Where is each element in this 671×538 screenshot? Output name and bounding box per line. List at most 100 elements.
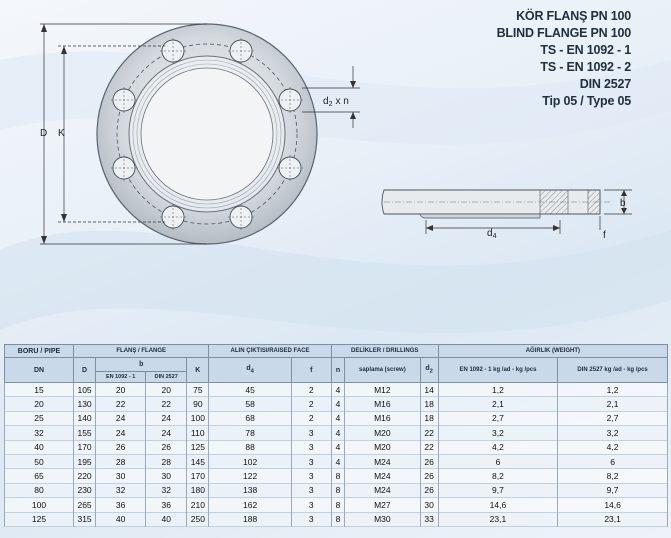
table-cell: 170 xyxy=(186,468,210,484)
table-cell: 2 xyxy=(290,382,332,397)
table-cell: 4 xyxy=(330,454,346,469)
table-cell: 170 xyxy=(73,440,97,455)
title-line: TS - EN 1092 - 1 xyxy=(540,43,631,57)
header-b: b xyxy=(95,357,188,372)
label-b: b xyxy=(620,198,626,209)
table-cell: 80 xyxy=(3,483,75,498)
bolt-circle xyxy=(116,43,298,225)
section-view xyxy=(381,189,610,219)
title-line: KÖR FLANŞ PN 100 xyxy=(516,9,631,23)
header-f: f xyxy=(290,357,332,383)
header-drillings: DELİKLER / DRILLINGS xyxy=(330,344,439,358)
table-cell: 26 xyxy=(419,468,439,484)
table-cell: 24 xyxy=(145,425,188,441)
table-cell: 8 xyxy=(330,512,346,527)
table-cell: 105 xyxy=(73,382,97,397)
table-cell: M24 xyxy=(344,468,421,484)
table-cell: 65 xyxy=(3,468,75,484)
label-d4: d4 xyxy=(487,228,497,240)
table-cell: 155 xyxy=(73,425,97,441)
table-cell: 3 xyxy=(290,497,332,513)
table-cell: 14,6 xyxy=(557,497,668,513)
table-cell: 125 xyxy=(3,512,75,527)
header-b-en: EN 1092 - 1 xyxy=(95,371,147,383)
table-cell: 8 xyxy=(330,483,346,498)
table-cell: 8,2 xyxy=(437,468,559,484)
header-flange: FLANŞ / FLANGE xyxy=(73,344,210,358)
table-cell: 8,2 xyxy=(557,468,668,484)
table-cell: 25 xyxy=(3,411,75,426)
table-cell: 130 xyxy=(73,396,97,412)
table-cell: 45 xyxy=(208,382,292,397)
table-cell: 2 xyxy=(290,396,332,412)
table-cell: 18 xyxy=(419,411,439,426)
table-cell: 4,2 xyxy=(557,440,668,455)
table-cell: 78 xyxy=(208,425,292,441)
table-cell: 32 xyxy=(3,425,75,441)
table-cell: 4 xyxy=(330,425,346,441)
table-cell: 220 xyxy=(73,468,97,484)
table-cell: 68 xyxy=(208,411,292,426)
table-cell: 8 xyxy=(330,497,346,513)
table-cell: 162 xyxy=(208,497,292,513)
table-cell: 6 xyxy=(437,454,559,469)
table-cell: 24 xyxy=(95,425,147,441)
table-cell: 2,7 xyxy=(437,411,559,426)
header-n: n xyxy=(330,357,346,383)
table-cell: 140 xyxy=(73,411,97,426)
table-cell: 3,2 xyxy=(557,425,668,441)
table-cell: 9,7 xyxy=(437,483,559,498)
table-cell: 4 xyxy=(330,382,346,397)
table-cell: 90 xyxy=(186,396,210,412)
table-cell: 15 xyxy=(3,382,75,397)
table-cell: 40 xyxy=(95,512,147,527)
table-cell: 22 xyxy=(419,440,439,455)
table-cell: 24 xyxy=(95,411,147,426)
table-cell: 20 xyxy=(145,382,188,397)
table-cell: 230 xyxy=(73,483,97,498)
table-cell: 195 xyxy=(73,454,97,469)
table-cell: 9,7 xyxy=(557,483,668,498)
title-line: TS - EN 1092 - 2 xyxy=(540,60,631,74)
header-b-din: DIN 2527 xyxy=(145,371,188,383)
table-cell: 32 xyxy=(95,483,147,498)
table-cell: 26 xyxy=(419,454,439,469)
table-cell: 22 xyxy=(95,396,147,412)
table-cell: 2,1 xyxy=(557,396,668,412)
table-cell: 138 xyxy=(208,483,292,498)
table-cell: M30 xyxy=(344,512,421,527)
table-cell: 40 xyxy=(3,440,75,455)
header-weight-din: DIN 2527 kg /ad - kg /pcs xyxy=(557,357,668,383)
table-cell: 30 xyxy=(95,468,147,484)
table-cell: M20 xyxy=(344,425,421,441)
table-cell: 122 xyxy=(208,468,292,484)
table-cell: 180 xyxy=(186,483,210,498)
spec-table: BORU / PIPE FLANŞ / FLANGE ALIN ÇIKTISI/… xyxy=(3,344,669,527)
table-cell: 14,6 xyxy=(437,497,559,513)
table-cell: M16 xyxy=(344,411,421,426)
table-cell: 3 xyxy=(290,512,332,527)
table-cell: 4 xyxy=(330,440,346,455)
table-cell: 4,2 xyxy=(437,440,559,455)
header-pipe: BORU / PIPE xyxy=(3,344,75,358)
bolt-holes xyxy=(112,39,302,229)
table-cell: 22 xyxy=(419,425,439,441)
table-cell: 28 xyxy=(95,454,147,469)
table-cell: 58 xyxy=(208,396,292,412)
table-cell: 28 xyxy=(145,454,188,469)
label-d: D xyxy=(40,128,47,139)
table-cell: 3 xyxy=(290,440,332,455)
table-cell: 24 xyxy=(145,411,188,426)
table-cell: 3 xyxy=(290,468,332,484)
table-cell: 50 xyxy=(3,454,75,469)
header-D: D xyxy=(73,357,97,383)
table-cell: 315 xyxy=(73,512,97,527)
header-d2: d2 xyxy=(419,357,439,383)
